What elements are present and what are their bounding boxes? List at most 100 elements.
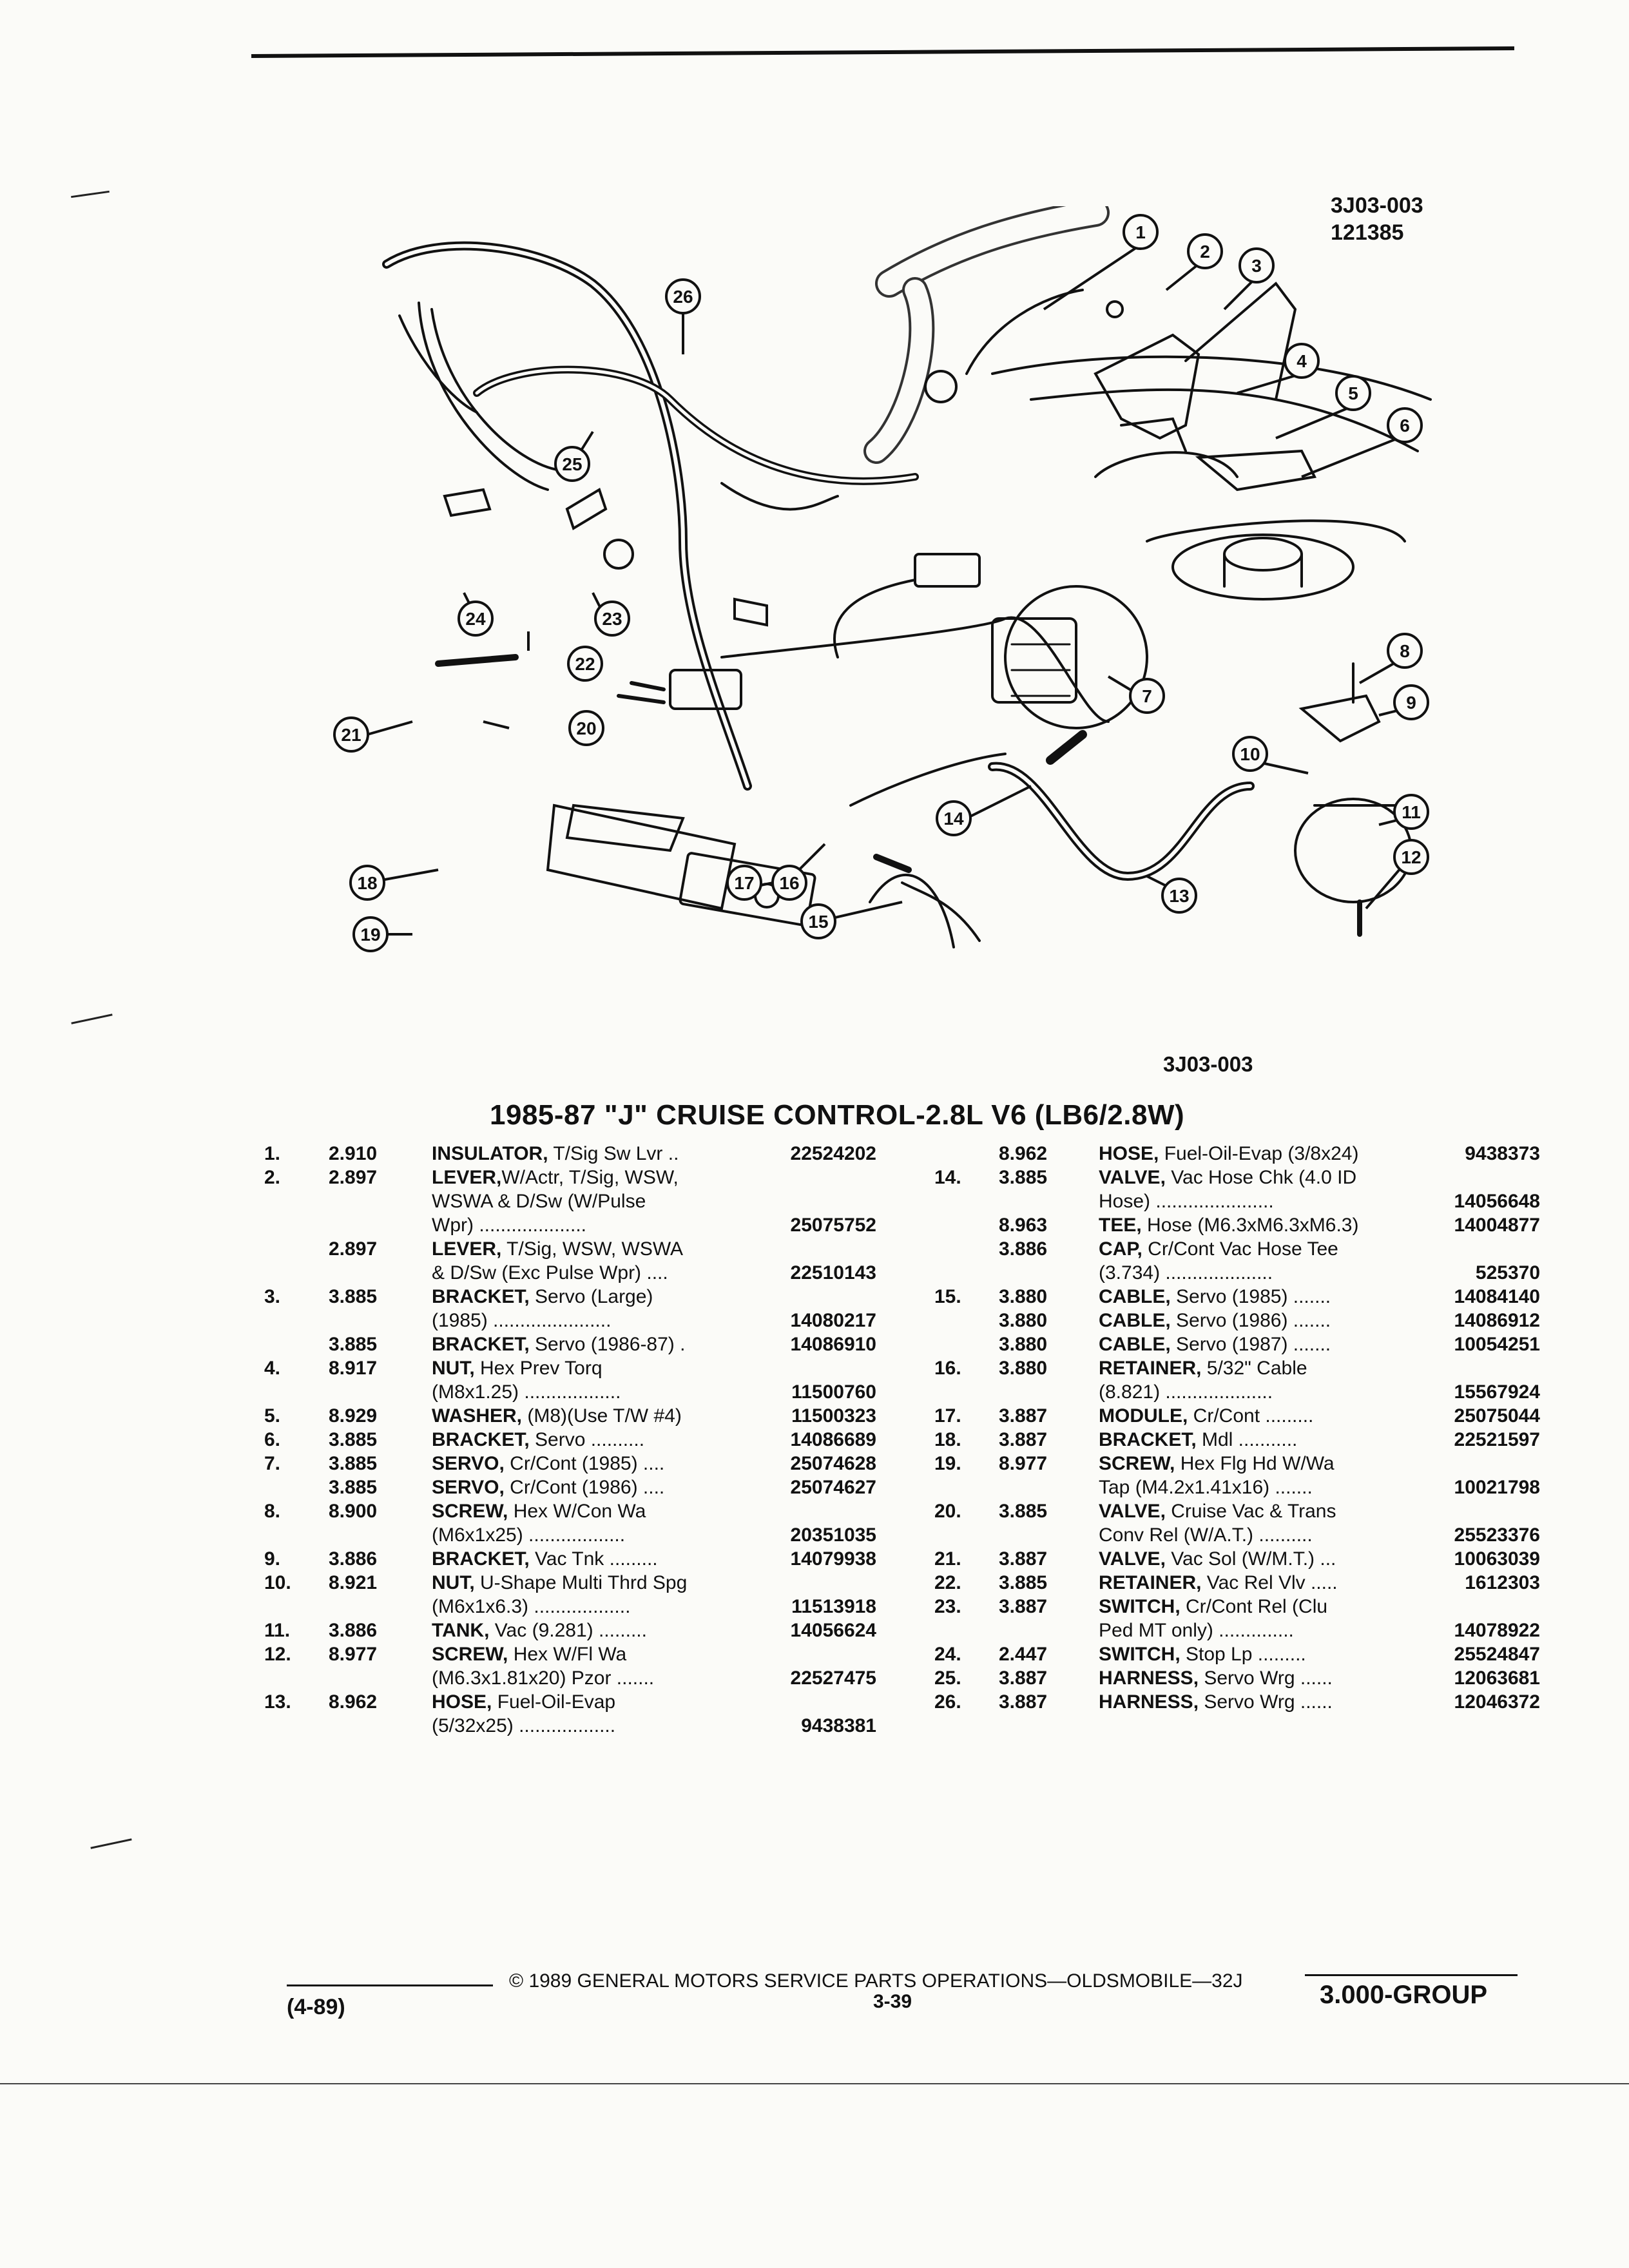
part-detail: Cr/Cont Vac Hose Tee <box>1142 1238 1338 1260</box>
top-rule <box>251 46 1514 58</box>
part-number: 22521597 <box>1454 1429 1540 1450</box>
svg-text:7: 7 <box>1142 686 1152 706</box>
part-name: VALVE, <box>1099 1501 1166 1522</box>
svg-text:24: 24 <box>465 609 486 629</box>
part-name: INSULATOR, <box>432 1143 548 1164</box>
item-number: 12. <box>264 1644 291 1665</box>
group-number: 8.921 <box>329 1572 378 1593</box>
part-name: CAP, <box>1099 1238 1142 1260</box>
svg-text:8: 8 <box>1400 641 1410 661</box>
callout-17: 17 <box>726 865 774 901</box>
part-description: CABLE, Servo (1985) ....... <box>1099 1285 1331 1309</box>
footer-rule-right <box>1305 1974 1518 1976</box>
group-number: 3.885 <box>329 1286 378 1307</box>
part-detail: (5/32x25) .................. <box>432 1715 616 1736</box>
part-description: NUT, Hex Prev Torq <box>432 1356 602 1380</box>
part-detail: (M8)(Use T/W #4) <box>522 1405 682 1427</box>
part-number: 14086689 <box>790 1429 876 1450</box>
callout-2: 2 <box>1165 233 1223 291</box>
part-description: WASHER, (M8)(Use T/W #4) <box>432 1404 682 1428</box>
group-number: 3.887 <box>999 1667 1048 1689</box>
part-number: 11500760 <box>791 1381 876 1403</box>
part-description: BRACKET, Vac Tnk ......... <box>432 1547 658 1571</box>
part-description: (1985) ...................... <box>432 1309 611 1332</box>
svg-text:18: 18 <box>357 873 377 893</box>
part-description: Wpr) .................... <box>432 1213 586 1237</box>
svg-text:23: 23 <box>602 609 622 629</box>
part-detail: Servo Wrg ...... <box>1199 1691 1333 1713</box>
callout-12: 12 <box>1365 839 1429 910</box>
group-number: 3.880 <box>999 1334 1048 1355</box>
part-number: 525370 <box>1475 1262 1540 1283</box>
svg-text:17: 17 <box>734 873 754 893</box>
part-detail: Hex Prev Torq <box>474 1358 602 1379</box>
part-name: SCREW, <box>432 1501 508 1522</box>
part-name: SCREW, <box>432 1644 508 1665</box>
part-description: TEE, Hose (M6.3xM6.3xM6.3) <box>1099 1213 1358 1237</box>
item-number: 5. <box>264 1405 281 1427</box>
page-title: 1985-87 "J" CRUISE CONTROL-2.8L V6 (LB6/… <box>490 1099 1185 1131</box>
part-description: (M6.3x1.81x20) Pzor ....... <box>432 1666 654 1690</box>
part-description: LEVER, T/Sig, WSW, WSWA <box>432 1237 683 1261</box>
part-number: 25524847 <box>1454 1644 1540 1665</box>
svg-text:11: 11 <box>1402 802 1421 822</box>
svg-text:4: 4 <box>1296 351 1307 371</box>
copyright-line: © 1989 GENERAL MOTORS SERVICE PARTS OPER… <box>509 1970 1243 1992</box>
group-number: 3.886 <box>329 1548 378 1570</box>
part-detail: Ped MT only) .............. <box>1099 1620 1294 1641</box>
part-detail: (1985) ...................... <box>432 1310 612 1331</box>
part-number: 14080217 <box>790 1310 876 1331</box>
part-name: WASHER, <box>432 1405 523 1427</box>
part-row: (M6.3x1.81x20) Pzor .......22527475 <box>264 1666 876 1690</box>
part-description: (M8x1.25) .................. <box>432 1380 621 1404</box>
part-detail: Cr/Cont (1985) .... <box>504 1453 665 1474</box>
part-number: 22524202 <box>790 1143 876 1164</box>
part-number: 22510143 <box>790 1262 876 1283</box>
part-description: VALVE, Cruise Vac & Trans <box>1099 1499 1336 1523</box>
part-detail: Hex Flg Hd W/Wa <box>1175 1453 1335 1474</box>
part-detail: Hose (M6.3xM6.3xM6.3) <box>1141 1215 1359 1236</box>
part-number: 25074628 <box>790 1453 876 1474</box>
part-detail: Hose) ...................... <box>1099 1191 1274 1212</box>
part-description: VALVE, Vac Sol (W/M.T.) ... <box>1099 1547 1336 1571</box>
part-detail: WSWA & D/Sw (W/Pulse <box>432 1191 646 1212</box>
part-number: 25075044 <box>1454 1405 1540 1427</box>
item-number: 20. <box>934 1501 961 1522</box>
part-detail: Vac Hose Chk (4.0 ID <box>1165 1167 1357 1188</box>
part-name: MODULE, <box>1099 1405 1188 1427</box>
part-number: 9438373 <box>1465 1143 1540 1164</box>
part-name: HOSE, <box>1099 1143 1159 1164</box>
part-detail: W/Actr, T/Sig, WSW, <box>501 1167 679 1188</box>
group-number: 3.887 <box>999 1596 1048 1617</box>
part-detail: (M8x1.25) .................. <box>432 1381 621 1403</box>
group-number: 3.880 <box>999 1358 1048 1379</box>
part-description: (5/32x25) .................. <box>432 1714 615 1738</box>
part-detail: Servo (1987) ....... <box>1170 1334 1331 1355</box>
callout-7: 7 <box>1107 675 1165 714</box>
item-number: 1. <box>264 1143 281 1164</box>
part-description: (8.821) .................... <box>1099 1380 1273 1404</box>
svg-text:5: 5 <box>1348 383 1358 403</box>
part-description: (M6x1x25) .................. <box>432 1523 625 1547</box>
part-detail: Fuel-Oil-Evap <box>492 1691 616 1713</box>
group-number: 8.917 <box>329 1358 378 1379</box>
callout-18: 18 <box>349 865 439 901</box>
callout-20: 20 <box>483 710 604 746</box>
svg-text:15: 15 <box>808 912 828 932</box>
callout-14: 14 <box>936 785 1032 836</box>
part-row: (M8x1.25) .................. 11500760 <box>264 1380 876 1404</box>
part-description: Ped MT only) .............. <box>1099 1619 1294 1642</box>
part-description: LEVER,W/Actr, T/Sig, WSW, <box>432 1166 679 1189</box>
scan-margin-mark <box>71 1014 113 1024</box>
part-description: SWITCH, Cr/Cont Rel (Clu <box>1099 1595 1327 1619</box>
